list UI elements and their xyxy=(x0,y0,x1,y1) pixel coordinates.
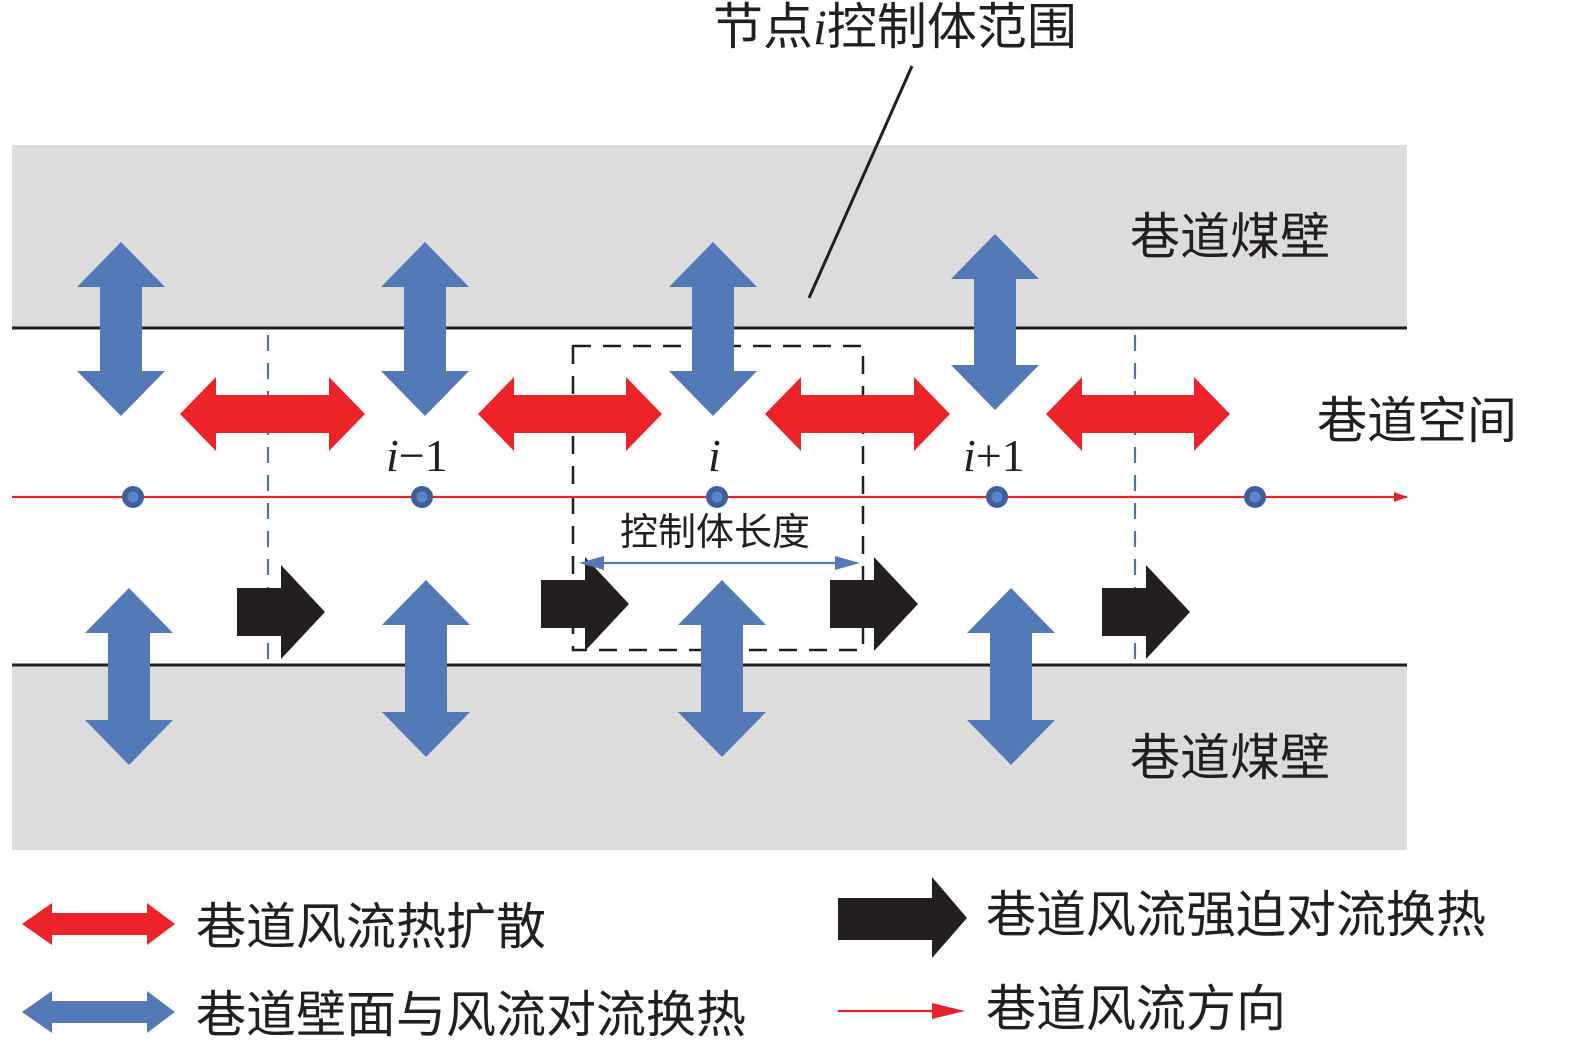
wall-convection-arrow-bottom-3 xyxy=(967,588,1055,765)
legend-label-diffusion: 巷道风流热扩散 xyxy=(196,898,546,956)
red-thin-arrow-head xyxy=(932,1003,965,1019)
callout-title: 节点i控制体范围 xyxy=(713,0,1077,56)
top-wall-label: 巷道煤壁 xyxy=(1130,208,1330,266)
legend: 巷道风流热扩散 巷道壁面与风流对流换热 巷道风流强迫对流换热 巷道风流方向 xyxy=(22,877,1486,1044)
diffusion-arrow-3 xyxy=(1046,377,1230,451)
node-point-inner-4 xyxy=(1249,491,1261,503)
legend-item-diffusion: 巷道风流热扩散 xyxy=(22,898,546,956)
wall-convection-arrow-bottom-2 xyxy=(678,580,766,757)
control-length-label: 控制体长度 xyxy=(620,510,810,554)
blue-double-arrow-icon xyxy=(22,991,175,1033)
legend-item-forced-convection: 巷道风流强迫对流换热 xyxy=(838,877,1486,958)
node-label-i: i xyxy=(708,430,721,481)
wall-convection-arrow-top-0 xyxy=(77,242,165,416)
node-point-inner-1 xyxy=(416,491,428,503)
node-point-inner-0 xyxy=(127,491,139,503)
forced-convection-arrow-2 xyxy=(830,557,918,651)
node-point-inner-2 xyxy=(711,491,723,503)
legend-label-forced-convection: 巷道风流强迫对流换热 xyxy=(986,886,1486,944)
forced-convection-arrow-0 xyxy=(237,565,325,659)
wall-convection-arrow-bottom-1 xyxy=(382,580,470,757)
nodes xyxy=(122,486,1266,508)
legend-label-wall-convection: 巷道壁面与风流对流换热 xyxy=(196,986,746,1044)
wall-convection-arrow-bottom-0 xyxy=(85,588,173,765)
node-label-i-minus-1: i−1 xyxy=(386,430,448,481)
legend-item-flow-direction: 巷道风流方向 xyxy=(838,980,1286,1038)
forced-convection-arrow-3 xyxy=(1102,565,1190,659)
legend-item-wall-convection: 巷道壁面与风流对流换热 xyxy=(22,986,746,1044)
wall-convection-arrow-top-3 xyxy=(951,234,1039,410)
forced-convection-arrow-1 xyxy=(541,557,629,651)
roadway-space-label: 巷道空间 xyxy=(1317,392,1517,450)
wall-convection-arrow-top-2 xyxy=(669,242,757,416)
diffusion-arrow-2 xyxy=(765,377,950,451)
node-point-inner-3 xyxy=(991,491,1003,503)
legend-label-flow-direction: 巷道风流方向 xyxy=(986,980,1286,1038)
wall-convection-arrows-top xyxy=(77,234,1039,416)
callout-leader-line xyxy=(807,65,914,299)
bottom-wall-label: 巷道煤壁 xyxy=(1130,729,1330,787)
forced-convection-arrows xyxy=(237,557,1190,659)
wall-convection-arrows-bottom xyxy=(85,580,1055,765)
diffusion-arrow-1 xyxy=(478,377,662,451)
wall-convection-arrow-top-1 xyxy=(381,242,469,416)
red-double-arrow-icon xyxy=(22,903,175,945)
node-label-i-plus-1: i+1 xyxy=(963,430,1025,481)
diffusion-arrows xyxy=(180,377,1230,451)
diffusion-arrow-0 xyxy=(180,377,365,451)
control-length-arrow xyxy=(579,556,860,570)
black-right-arrow-icon xyxy=(838,877,967,958)
